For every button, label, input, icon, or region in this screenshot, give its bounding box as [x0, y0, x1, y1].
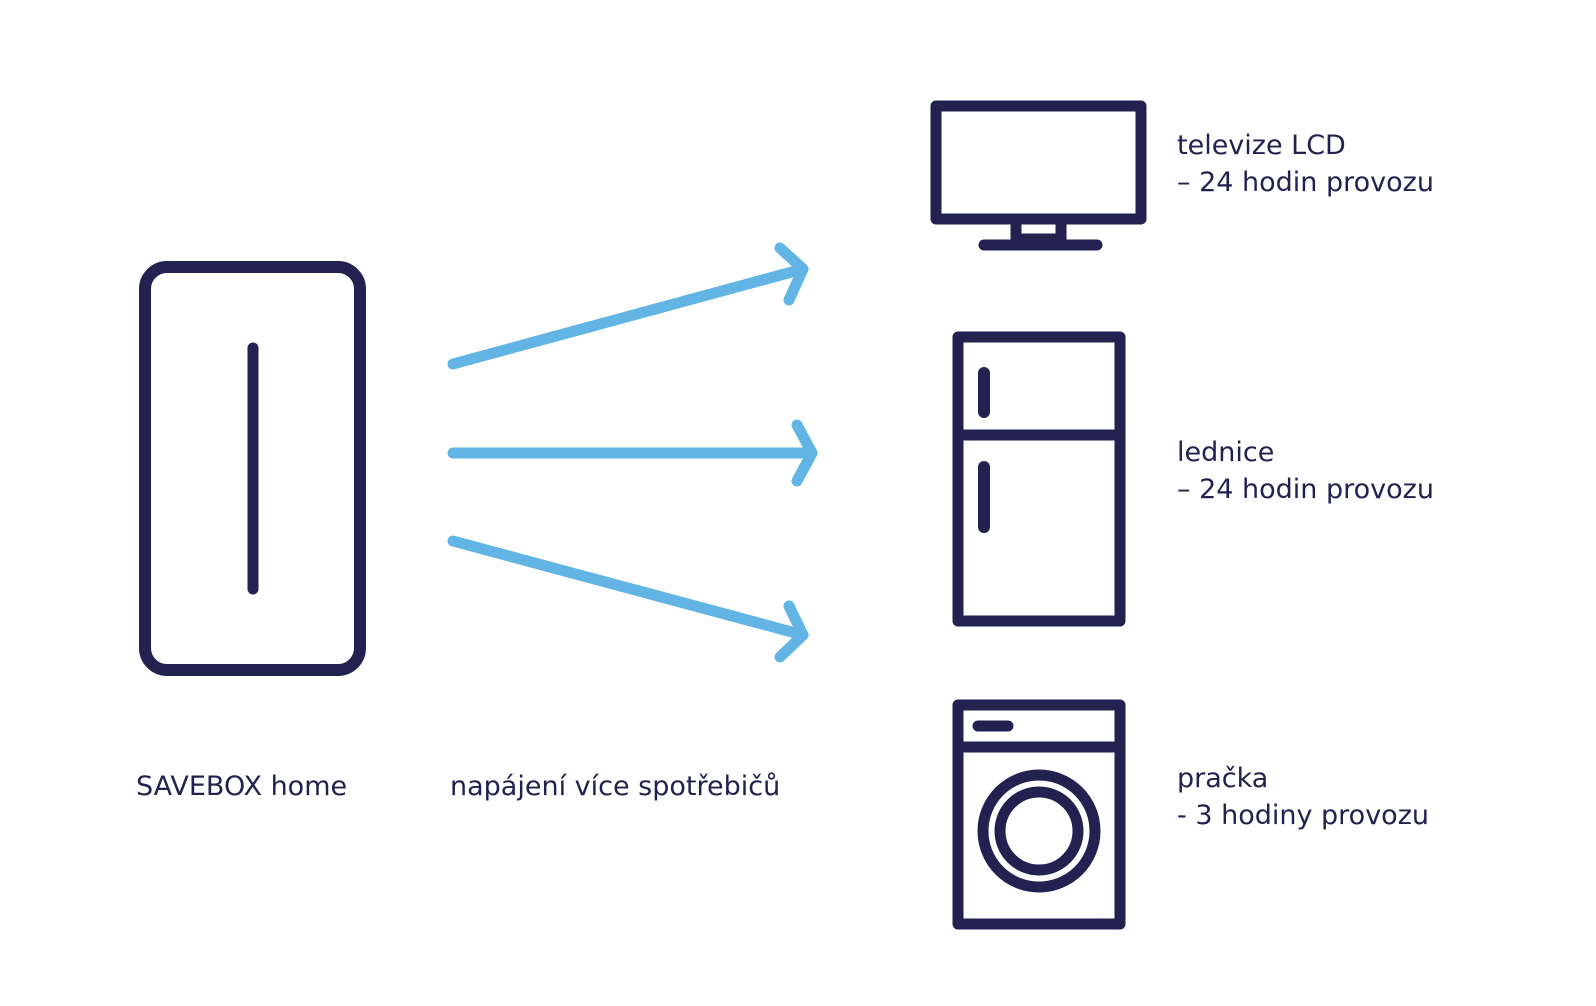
power-arrows	[447, 242, 818, 663]
washing-machine-icon	[952, 699, 1126, 930]
washer-name: pračka	[1177, 763, 1269, 794]
fridge-icon	[952, 331, 1126, 627]
washer-label: pračka - 3 hodiny provozu	[1177, 760, 1429, 834]
savebox-body	[139, 261, 366, 676]
connection-caption: napájení více spotřebičů	[450, 771, 781, 802]
fridge-runtime: – 24 hodin provozu	[1177, 474, 1434, 505]
savebox-battery-icon	[139, 261, 366, 676]
tv-icon	[930, 100, 1147, 251]
arrow-to-washer	[447, 535, 809, 663]
fridge-label: lednice – 24 hodin provozu	[1177, 434, 1434, 508]
fridge-name: lednice	[1177, 437, 1275, 468]
device-label: SAVEBOX home	[136, 771, 348, 802]
washer-runtime: - 3 hodiny provozu	[1177, 800, 1429, 831]
arrow-to-fridge	[447, 419, 818, 487]
tv-label: televize LCD – 24 hodin provozu	[1177, 127, 1434, 201]
tv-runtime: – 24 hodin provozu	[1177, 167, 1434, 198]
arrow-to-tv	[447, 242, 809, 370]
tv-name: televize LCD	[1177, 130, 1346, 161]
